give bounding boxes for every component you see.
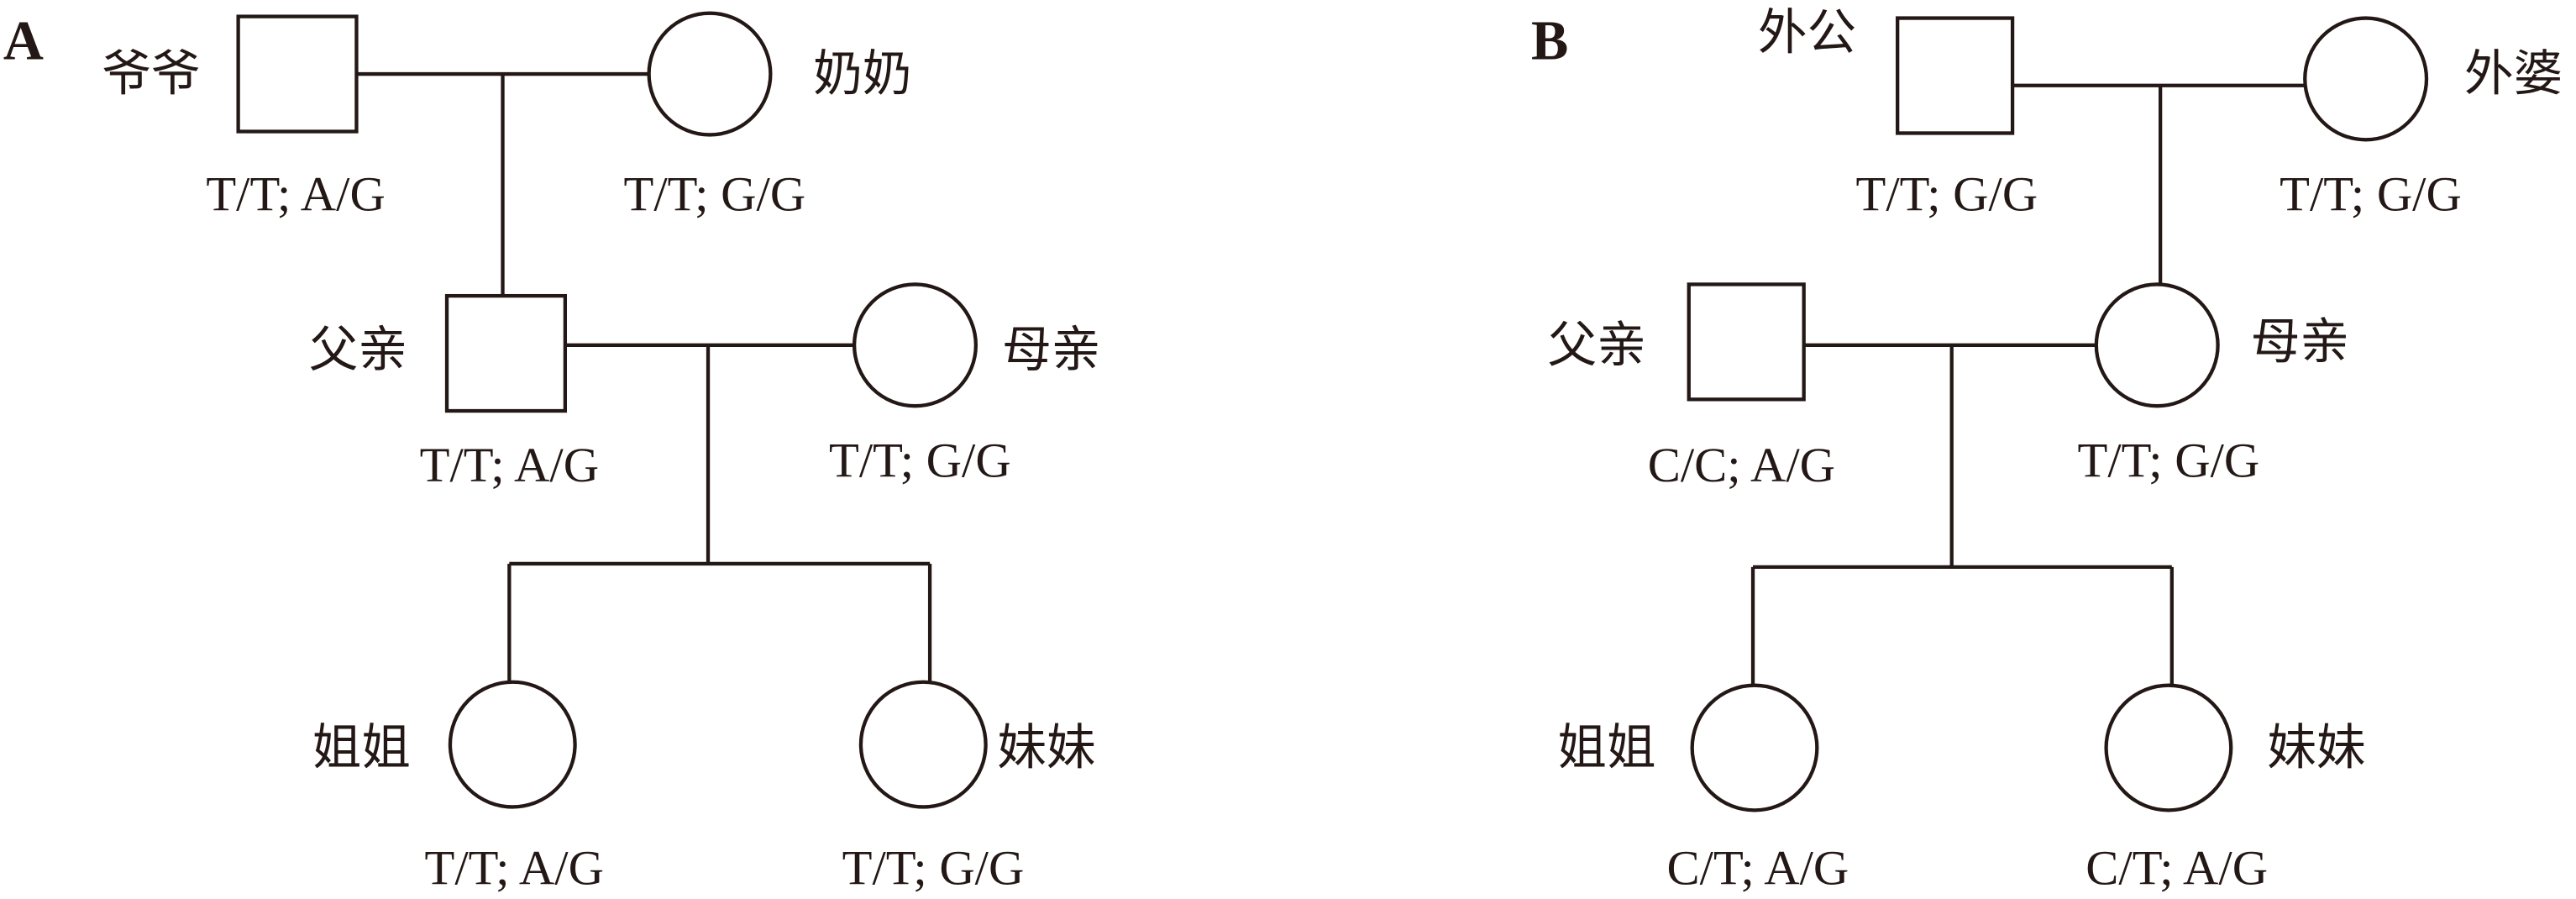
grandfather-genotype: T/T; G/G [1856,166,2038,221]
younger-sister-genotype: C/T; A/G [2085,840,2268,895]
father-genotype: T/T; A/G [420,438,599,492]
mother-name: 母亲 [2251,314,2349,369]
father-name: 父亲 [309,323,407,377]
pedigree-a: A 爷爷 奶奶 T/T; A/G T/T; G/G 父亲 母亲 T/T; A/G… [3,10,1101,895]
elder-sister-symbol [1690,683,1819,812]
elder-sister-name: 姐姐 [1557,721,1655,775]
grandmother-name: 奶奶 [813,47,911,102]
mother-genotype: T/T; G/G [2078,433,2260,487]
grandmother-genotype: T/T; G/G [2280,166,2462,221]
elder-sister-genotype: T/T; A/G [424,840,603,895]
younger-sister-name: 妹妹 [997,721,1095,775]
younger-sister-name: 妹妹 [2267,721,2365,775]
elder-sister-symbol [448,680,577,809]
grandmother-symbol [2303,16,2429,142]
father-symbol [444,293,568,413]
younger-sister-symbol [2104,683,2233,812]
grandfather-name: 爷爷 [102,47,200,102]
grandmother-genotype: T/T; G/G [624,166,806,221]
younger-sister-genotype: T/T; G/G [842,840,1025,895]
grandfather-name: 外公 [1758,6,1856,60]
elder-sister-name: 姐姐 [312,721,411,775]
grandfather-symbol [1896,16,2015,135]
mother-genotype: T/T; G/G [829,433,1011,487]
mother-symbol [852,282,978,408]
panel-label-b: B [1531,10,1568,71]
panel-label-a: A [3,10,44,71]
grandfather-symbol [236,14,359,134]
younger-sister-symbol [858,680,988,809]
grandfather-genotype: T/T; A/G [206,166,385,221]
elder-sister-genotype: C/T; A/G [1667,840,1849,895]
father-name: 父亲 [1548,318,1646,372]
father-genotype: C/C; A/G [1648,438,1835,492]
mother-symbol [2094,282,2220,408]
grandmother-symbol [647,11,773,137]
mother-name: 母亲 [1002,323,1100,377]
grandmother-name: 外婆 [2464,47,2563,102]
father-symbol [1687,282,1806,402]
pedigree-b: B 外公 外婆 T/T; G/G T/T; G/G 父亲 母亲 C/C; A/G… [1531,6,2563,896]
